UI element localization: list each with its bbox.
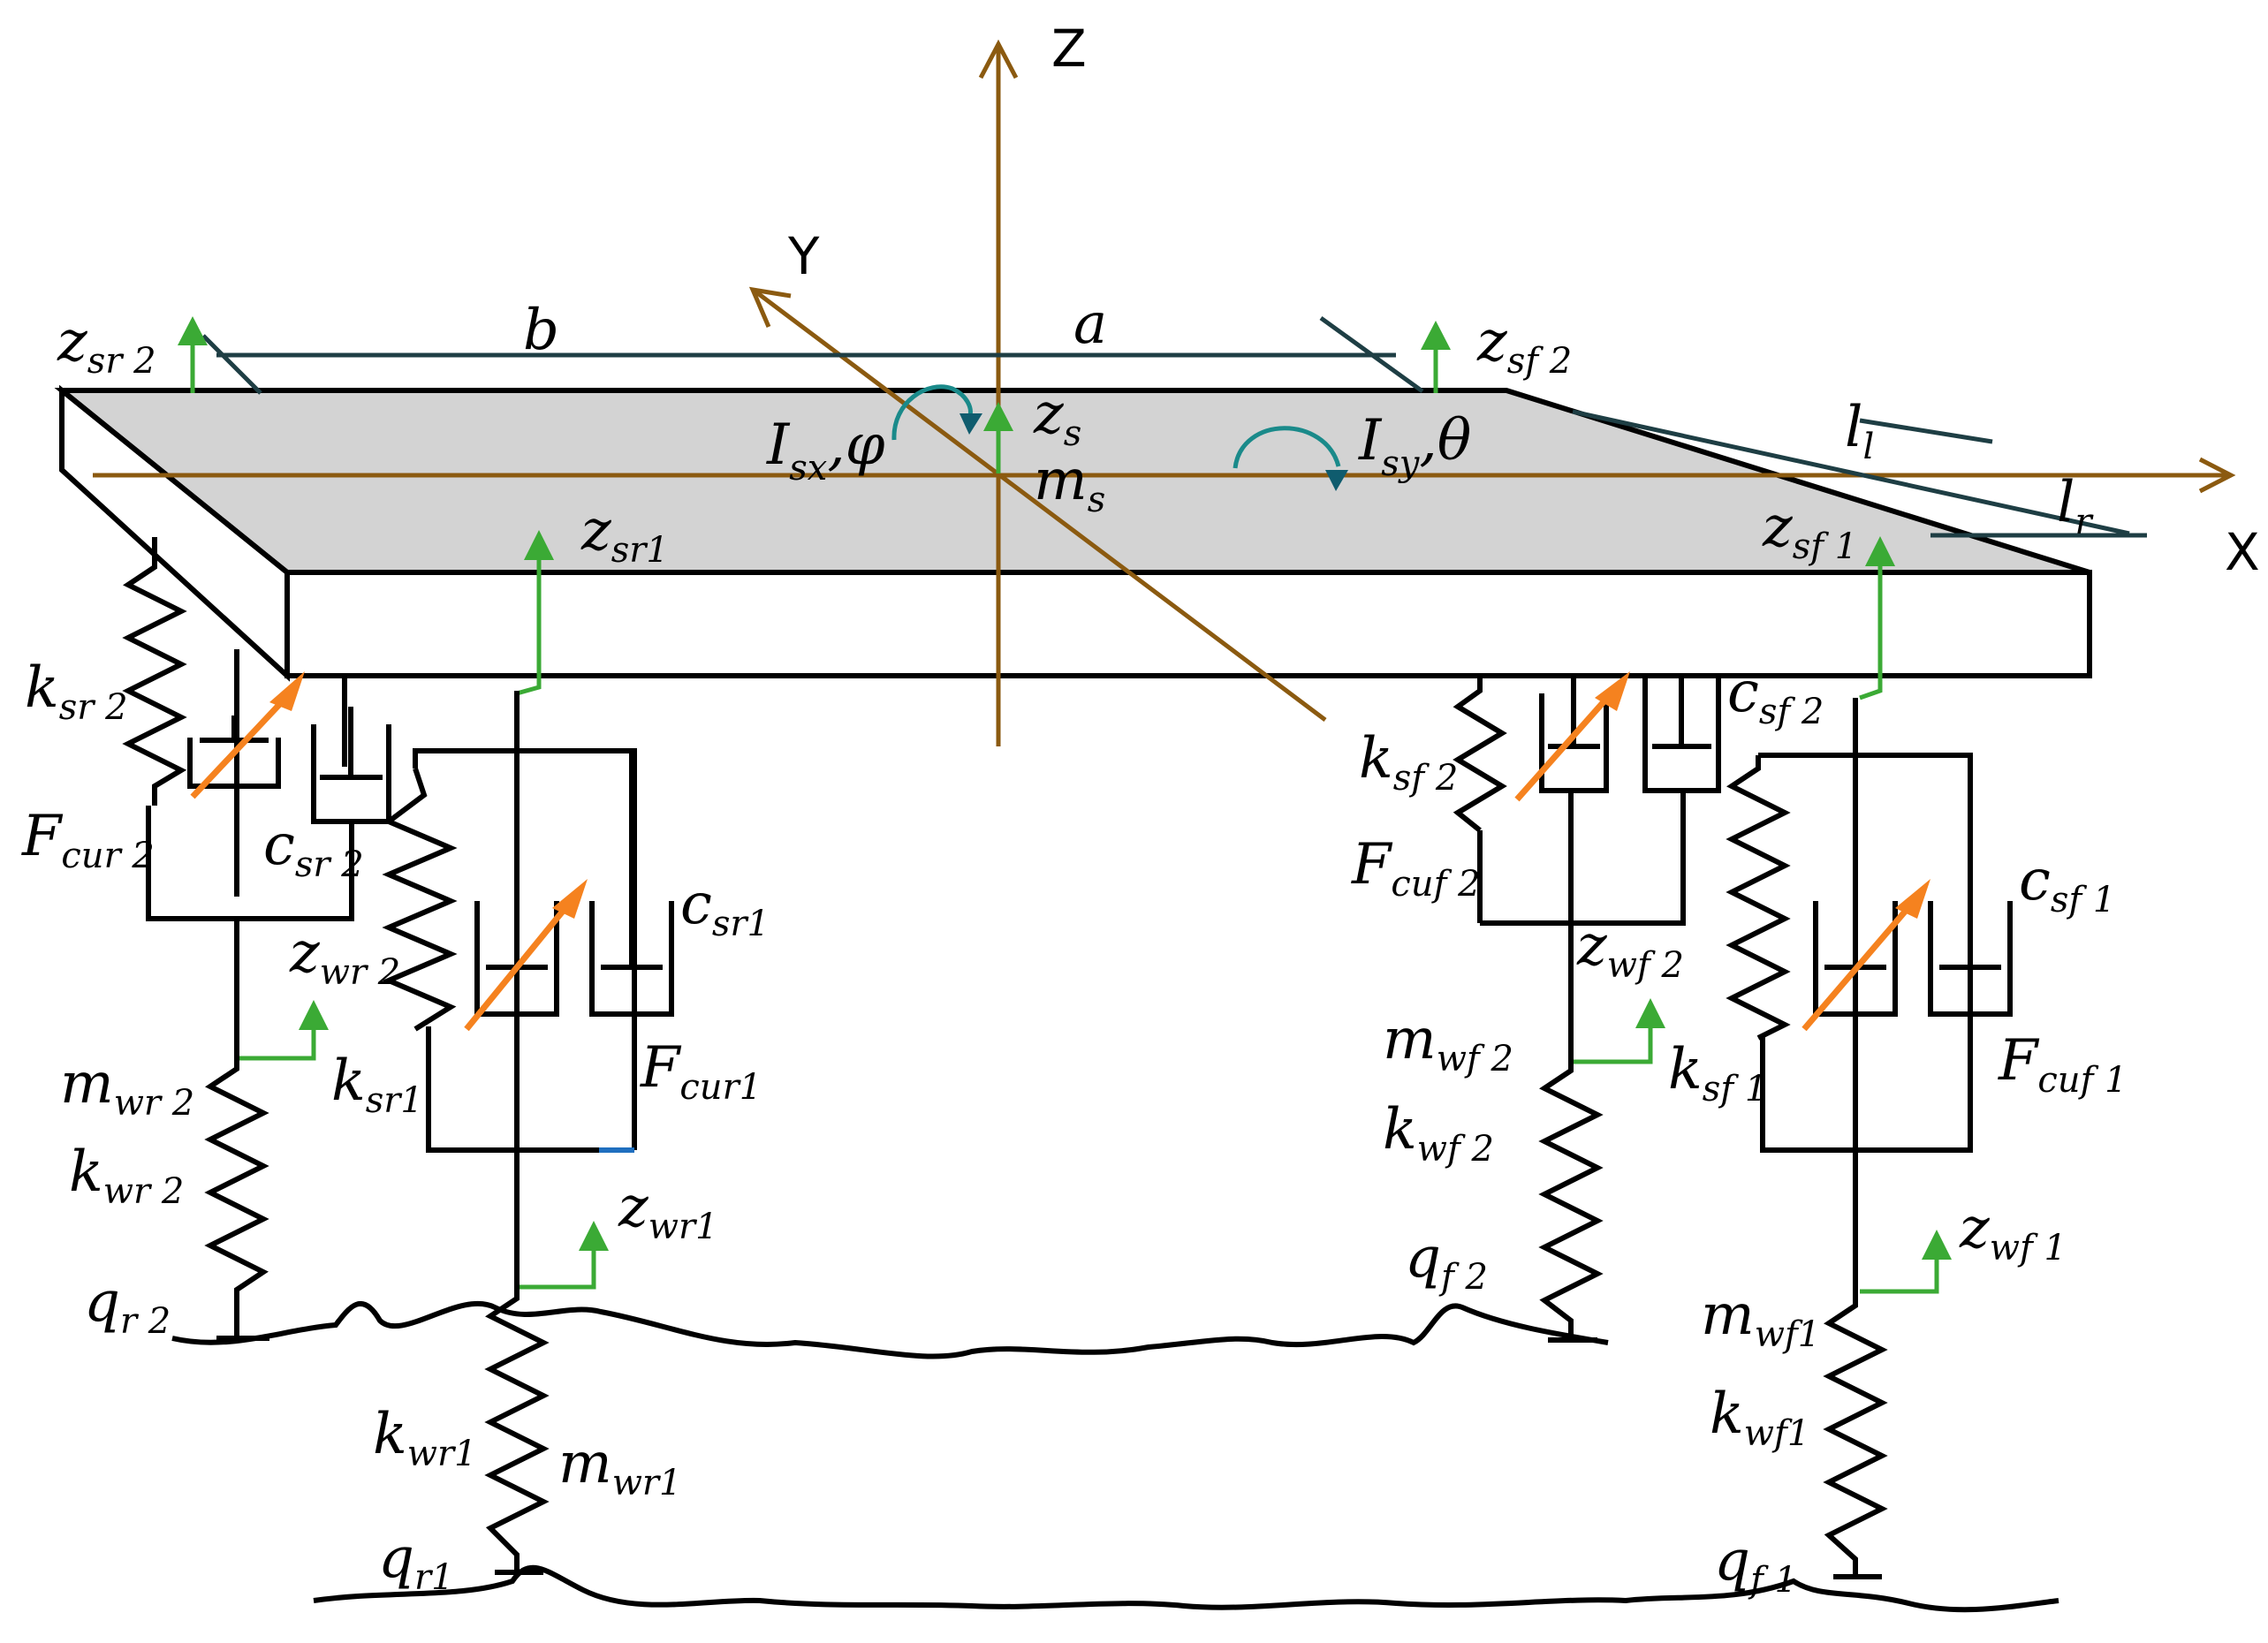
label-kwr1: kwr1 xyxy=(373,1402,477,1474)
label-ksf1: ksf 1 xyxy=(1668,1037,1767,1109)
front-suspension-1 xyxy=(1726,698,2013,1579)
label-kwr2: kwr 2 xyxy=(69,1140,184,1212)
label-qf2: qf 2 xyxy=(1405,1225,1488,1298)
label-qf1: qf 1 xyxy=(1714,1528,1797,1601)
label-Fcur2: Fcur 2 xyxy=(21,804,155,876)
rear-suspension-1 xyxy=(382,691,674,1577)
label-csr2: csr 2 xyxy=(263,813,364,885)
label-zsf1: zsf 1 xyxy=(1762,495,1857,567)
label-zs: zs xyxy=(1033,382,1081,454)
body-front-face xyxy=(284,570,2092,678)
rotation-indicators xyxy=(891,384,1348,491)
label-zwf1: zwf 1 xyxy=(1959,1196,2067,1268)
road-profile-upper xyxy=(171,1300,1609,1359)
label-zsr2: zsr 2 xyxy=(57,309,156,382)
axis-z-label: Z xyxy=(1051,19,1087,79)
label-ksf2: ksf 2 xyxy=(1359,726,1458,799)
label-mwf2: mwf 2 xyxy=(1383,1007,1513,1079)
label-ll: ll xyxy=(1845,395,1874,467)
label-kwf1: kwf1 xyxy=(1710,1382,1809,1454)
label-zsr1: zsr1 xyxy=(580,498,669,571)
label-Fcur1: Fcur1 xyxy=(640,1035,762,1108)
label-qr2: qr 2 xyxy=(84,1269,171,1342)
label-Fcuf2: Fcuf 2 xyxy=(1351,832,1481,905)
label-Isy: Isy,θ xyxy=(1358,408,1471,484)
label-qr1: qr1 xyxy=(378,1526,454,1598)
label-Isx: Isx,φ xyxy=(766,413,885,488)
label-Fcuf1: Fcuf 1 xyxy=(1998,1028,2128,1101)
dimension-lines xyxy=(201,315,2147,538)
axis-x-label: X xyxy=(2225,522,2260,582)
displacement-arrows xyxy=(178,316,1952,1294)
label-csr1: csr1 xyxy=(680,872,770,944)
label-mwf1: mwf1 xyxy=(1701,1283,1820,1355)
label-zwf2: zwf 2 xyxy=(1576,913,1684,986)
road-profile-lower xyxy=(313,1564,2059,1613)
label-mwr2: mwr 2 xyxy=(60,1051,194,1124)
label-zsf2: zsf 2 xyxy=(1476,309,1572,382)
label-lr: lr xyxy=(2057,470,2094,542)
label-b: b xyxy=(523,298,559,363)
rear-suspension-2 xyxy=(122,537,391,1341)
front-suspension-2 xyxy=(1453,671,1721,1343)
label-csf1: csf 1 xyxy=(2019,848,2115,920)
axis-y-label: Y xyxy=(787,226,820,286)
label-ms: ms xyxy=(1034,448,1105,520)
label-csf2: csf 2 xyxy=(1727,660,1824,732)
label-zwr2: zwr 2 xyxy=(289,920,400,993)
label-zwr1: zwr1 xyxy=(618,1175,718,1247)
label-kwf2: kwf 2 xyxy=(1383,1097,1494,1170)
symbol-labels: zs ms Isx,φ Isy,θ a b ll lr zsr 2 zsf 2 … xyxy=(21,292,2128,1601)
label-ksr2: ksr 2 xyxy=(25,655,128,728)
label-mwr1: mwr1 xyxy=(558,1431,682,1503)
label-a: a xyxy=(1073,292,1107,357)
label-ksr1: ksr1 xyxy=(331,1049,423,1121)
